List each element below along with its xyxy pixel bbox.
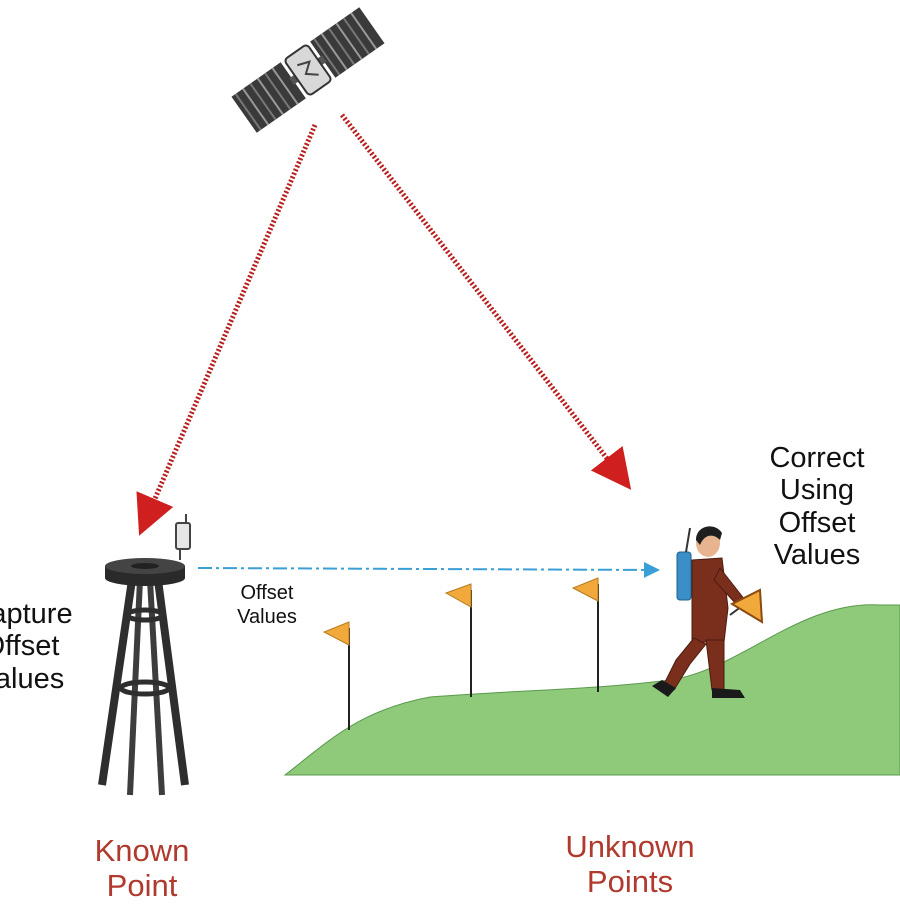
correct-using-offset-values-label: Correct Using Offset Values	[752, 442, 882, 572]
unknown-points-label: Unknown Points	[530, 829, 730, 899]
unknown-points-line-1: Unknown	[565, 829, 695, 864]
offset-arrow	[197, 561, 660, 578]
capture-offset-values-line-3: Values	[0, 662, 65, 695]
hill	[283, 604, 900, 776]
gps-base-station-icon	[98, 545, 189, 796]
offset-values-line-1: Offset	[240, 582, 294, 604]
unknown-points-line-2: Points	[586, 863, 674, 899]
surveyor-icon	[652, 526, 764, 698]
known-point-line-1: Known	[94, 833, 190, 868]
capture-offset-values-line-1: Capture	[0, 598, 73, 630]
correct-using-offset-values-line-1: Correct	[769, 442, 865, 474]
correct-using-offset-values-line-3: Offset	[778, 506, 856, 539]
offset-values-label: Offset Values	[222, 581, 312, 630]
signal-arrow-to-rover	[340, 113, 632, 490]
capture-offset-values-line-2: Offset	[0, 630, 60, 663]
known-point-label: Known Point	[62, 833, 222, 903]
capture-offset-values-label: Capture Offset Values	[0, 598, 86, 695]
gps-receiver-icon	[175, 514, 191, 550]
flag-icon	[571, 577, 599, 692]
known-point-line-2: Point	[106, 867, 178, 903]
offset-values-line-2: Values	[237, 606, 297, 629]
flag-icon	[444, 583, 472, 697]
correct-using-offset-values-line-2: Using	[779, 474, 855, 507]
flag-icon	[322, 621, 350, 730]
correct-using-offset-values-line-4: Values	[773, 539, 861, 572]
signal-arrow-to-base	[136, 124, 318, 536]
satellite-icon	[231, 7, 385, 133]
